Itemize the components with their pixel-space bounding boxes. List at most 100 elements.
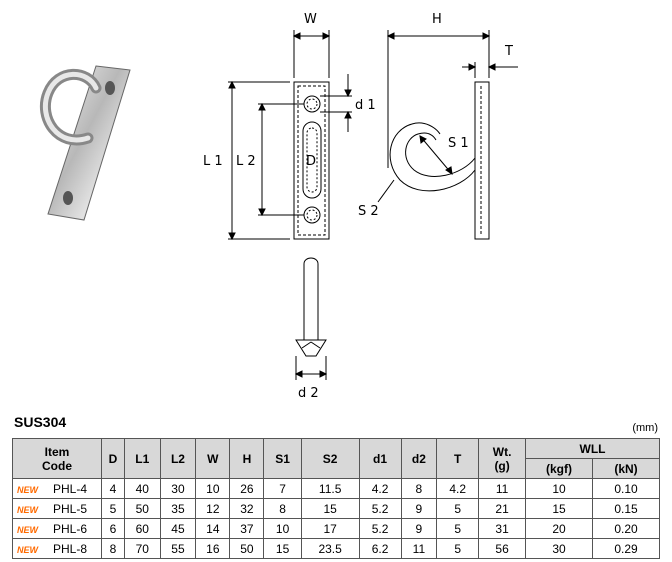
cell-w: 16	[195, 538, 231, 559]
new-badge: NEW	[17, 504, 38, 515]
label-h: H	[432, 12, 442, 27]
cell-l2: 55	[159, 538, 197, 559]
item-code: PHL-6	[53, 521, 88, 536]
cell-t: 5	[436, 498, 480, 519]
cell-h: 50	[229, 538, 265, 559]
label-d1: d 1	[355, 98, 376, 113]
cell-wt: 31	[478, 518, 526, 539]
cell-d: 5	[101, 498, 125, 519]
label-t: T	[504, 44, 513, 59]
header-s1: S1	[263, 438, 302, 479]
item-code-cell: NEW PHL-4	[12, 478, 102, 499]
label-l1: L 1	[203, 154, 223, 169]
front-view-plate	[293, 81, 330, 240]
cell-kgf: 20	[525, 518, 593, 539]
header-s2: S2	[300, 438, 360, 479]
header-t: T	[436, 438, 480, 479]
header-l1: L1	[123, 438, 161, 479]
cell-l1: 50	[123, 498, 161, 519]
cell-d2: 9	[400, 518, 438, 539]
new-badge: NEW	[17, 484, 38, 495]
label-s1: S 1	[448, 136, 469, 151]
cell-kn: 0.20	[592, 518, 660, 539]
label-w: W	[304, 12, 317, 27]
cell-s2: 11.5	[300, 478, 360, 499]
header-d1: d1	[358, 438, 402, 479]
cell-d: 6	[101, 518, 125, 539]
cell-s2: 23.5	[300, 538, 360, 559]
cell-s1: 8	[263, 498, 302, 519]
header-w: W	[195, 438, 231, 479]
cell-wt: 56	[478, 538, 526, 559]
product-photo	[39, 65, 131, 221]
cell-h: 37	[229, 518, 265, 539]
header-kn: (kN)	[592, 458, 660, 479]
header-kgf: (kgf)	[525, 458, 593, 479]
item-code-cell: NEW PHL-8	[12, 538, 102, 559]
label-l2: L 2	[236, 154, 256, 169]
cell-kn: 0.29	[592, 538, 660, 559]
cell-s1: 10	[263, 518, 302, 539]
cell-kgf: 30	[525, 538, 593, 559]
label-s2: S 2	[358, 204, 379, 219]
cell-d1: 5.2	[358, 518, 402, 539]
cell-w: 12	[195, 498, 231, 519]
technical-drawing: W H T L 1 L 2 D d 1 S 1 S 2 d 2	[203, 12, 518, 401]
cell-d: 8	[101, 538, 125, 559]
header-wll: WLL	[525, 438, 660, 459]
cell-kn: 0.10	[592, 478, 660, 499]
new-badge: NEW	[17, 544, 38, 555]
cell-w: 14	[195, 518, 231, 539]
cell-s2: 15	[300, 498, 360, 519]
cell-s1: 7	[263, 478, 302, 499]
header-wt: Wt.(g)	[478, 438, 526, 479]
side-view-plate	[474, 81, 490, 240]
cell-s2: 17	[300, 518, 360, 539]
cell-kn: 0.15	[592, 498, 660, 519]
new-badge: NEW	[17, 524, 38, 535]
cell-l1: 70	[123, 538, 161, 559]
cell-s1: 15	[263, 538, 302, 559]
label-d2: d 2	[298, 386, 319, 401]
cell-d1: 6.2	[358, 538, 402, 559]
unit-label: (mm)	[632, 422, 658, 434]
item-code: PHL-8	[53, 541, 88, 556]
cell-wt: 11	[478, 478, 526, 499]
cell-kgf: 10	[525, 478, 593, 499]
header-d2: d2	[400, 438, 438, 479]
label-d: D	[306, 154, 316, 169]
item-code: PHL-5	[53, 501, 88, 516]
header-l2: L2	[159, 438, 197, 479]
header-h: H	[229, 438, 265, 479]
cell-l2: 30	[159, 478, 197, 499]
cell-l1: 60	[123, 518, 161, 539]
item-code-cell: NEW PHL-5	[12, 498, 102, 519]
cell-l2: 45	[159, 518, 197, 539]
item-code: PHL-4	[53, 481, 88, 496]
cell-t: 4.2	[436, 478, 480, 499]
cell-w: 10	[195, 478, 231, 499]
cell-d1: 4.2	[358, 478, 402, 499]
cell-d2: 11	[400, 538, 438, 559]
cell-t: 5	[436, 538, 480, 559]
cell-kgf: 15	[525, 498, 593, 519]
cell-l2: 35	[159, 498, 197, 519]
cell-t: 5	[436, 518, 480, 539]
item-code-cell: NEW PHL-6	[12, 518, 102, 539]
cell-d: 4	[101, 478, 125, 499]
header-d: D	[101, 438, 125, 479]
cell-l1: 40	[123, 478, 161, 499]
cell-d2: 8	[400, 478, 438, 499]
cell-h: 26	[229, 478, 265, 499]
cell-wt: 21	[478, 498, 526, 519]
cell-h: 32	[229, 498, 265, 519]
pin-view	[303, 257, 319, 340]
material-label: SUS304	[14, 414, 67, 430]
cell-d1: 5.2	[358, 498, 402, 519]
